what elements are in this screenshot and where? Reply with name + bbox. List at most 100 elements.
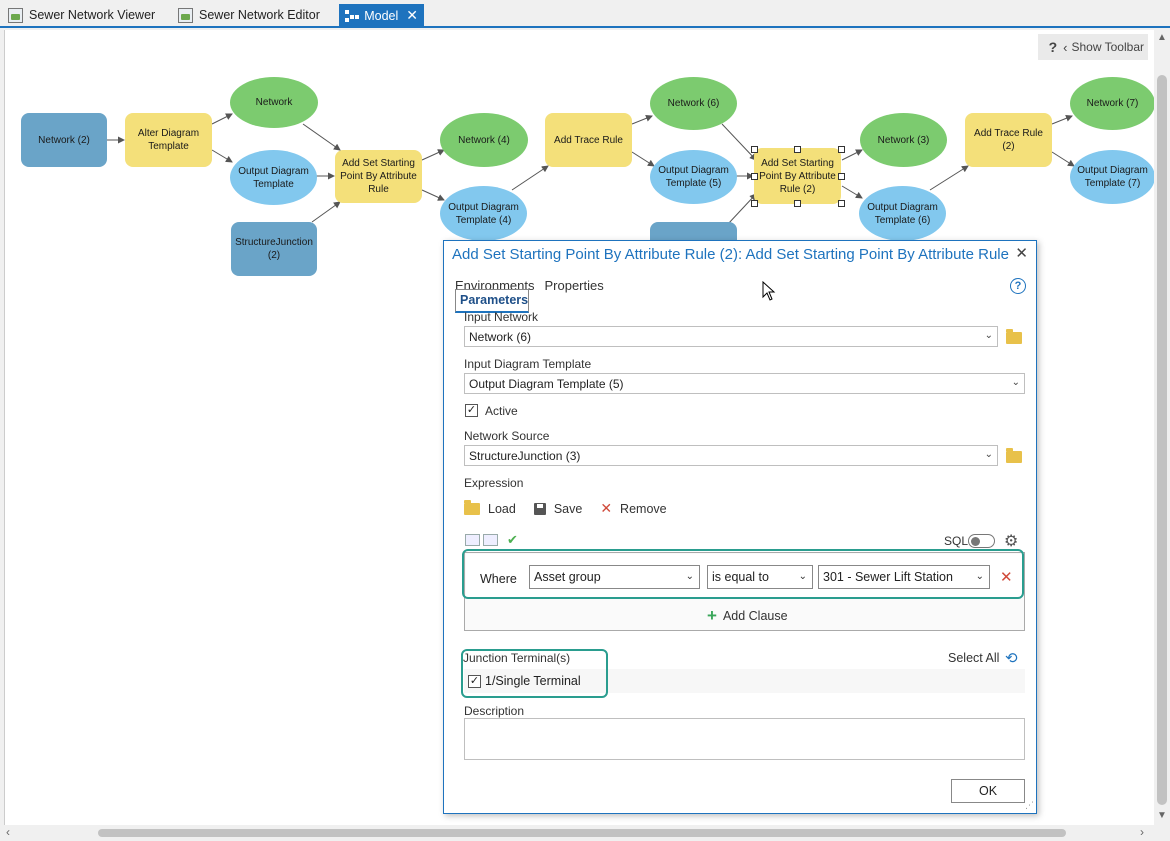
clause-mode-icon[interactable] xyxy=(465,534,480,546)
network-source-value: StructureJunction (3) xyxy=(469,448,581,463)
model-node-network-7[interactable]: Network (7) xyxy=(1070,77,1155,130)
selection-handle[interactable] xyxy=(794,200,801,207)
scroll-thumb[interactable] xyxy=(1157,75,1167,805)
model-node-output-diagram-template-6[interactable]: Output Diagram Template (6) xyxy=(859,186,946,241)
description-label: Description xyxy=(464,704,525,718)
description-field[interactable] xyxy=(464,718,1025,760)
network-source-select[interactable]: StructureJunction (3) ⌄ xyxy=(464,445,998,466)
model-node-add-set-starting-point[interactable]: Add Set Starting Point By Attribute Rule xyxy=(335,150,422,203)
tab-sewer-network-editor[interactable]: Sewer Network Editor xyxy=(172,4,338,26)
tab-label: Sewer Network Editor xyxy=(199,8,320,22)
selection-handle[interactable] xyxy=(794,146,801,153)
horizontal-scrollbar[interactable]: ‹ › xyxy=(0,825,1154,841)
mouse-cursor-icon xyxy=(762,281,776,301)
tab-model[interactable]: Model ✕ xyxy=(339,4,424,27)
terminal-checkbox[interactable]: ✓ xyxy=(468,675,481,688)
browse-folder-icon[interactable] xyxy=(1006,448,1022,463)
model-node-output-diagram-template-4[interactable]: Output Diagram Template (4) xyxy=(440,186,527,241)
load-label: Load xyxy=(488,501,516,516)
save-icon xyxy=(533,502,546,515)
chevron-down-icon: ⌄ xyxy=(1011,377,1020,388)
scroll-right-icon[interactable]: › xyxy=(1140,825,1144,839)
ok-button[interactable]: OK xyxy=(951,779,1025,803)
model-node-network-6[interactable]: Network (6) xyxy=(650,77,737,130)
folder-icon xyxy=(464,499,480,515)
add-clause-label: Add Clause xyxy=(722,609,788,623)
clause-row: Where Asset group ⌄ is equal to ⌄ 301 - … xyxy=(466,554,1023,598)
expression-label: Expression xyxy=(464,476,524,490)
browse-folder-icon[interactable] xyxy=(1006,329,1022,344)
verify-icon[interactable]: ✔ xyxy=(507,532,518,547)
help-icon[interactable]: ? xyxy=(1010,278,1026,294)
model-node-add-trace-rule-2[interactable]: Add Trace Rule (2) xyxy=(965,113,1052,167)
chevron-down-icon: ⌄ xyxy=(984,330,993,341)
gear-icon[interactable]: ⚙ xyxy=(1004,533,1019,550)
help-icon[interactable]: ? xyxy=(1048,39,1058,55)
scroll-thumb[interactable] xyxy=(98,829,1066,837)
value-select[interactable]: 301 - Sewer Lift Station ⌄ xyxy=(818,565,990,589)
tool-parameters-dialog: Add Set Starting Point By Attribute Rule… xyxy=(443,240,1037,814)
tab-properties[interactable]: Properties xyxy=(544,278,604,293)
selection-handle[interactable] xyxy=(751,200,758,207)
model-node-network[interactable]: Network xyxy=(230,77,318,128)
field-select[interactable]: Asset group ⌄ xyxy=(529,565,700,589)
scroll-left-icon[interactable]: ‹ xyxy=(6,825,10,839)
show-toolbar-label: Show Toolbar xyxy=(1071,40,1145,54)
selection-handle[interactable] xyxy=(838,146,845,153)
model-node-network-4[interactable]: Network (4) xyxy=(440,113,528,167)
model-node-add-set-starting-point-2[interactable]: Add Set Starting Point By Attribute Rule… xyxy=(754,148,841,204)
document-tab-strip: Sewer Network Viewer Sewer Network Edito… xyxy=(0,0,1170,28)
selection-handle[interactable] xyxy=(751,173,758,180)
model-node-network-2[interactable]: Network (2) xyxy=(21,113,107,167)
close-icon[interactable]: ✕ xyxy=(1015,245,1028,262)
scroll-up-icon[interactable]: ▲ xyxy=(1157,32,1167,43)
model-node-structurejunction-2[interactable]: StructureJunction (2) xyxy=(231,222,317,276)
tab-sewer-network-viewer[interactable]: Sewer Network Viewer xyxy=(2,4,170,26)
resize-grip-icon[interactable]: ⋰ xyxy=(1025,800,1034,810)
chevron-down-icon: ⌄ xyxy=(984,449,993,460)
plus-icon: + xyxy=(707,606,717,625)
model-node-output-diagram-template-7[interactable]: Output Diagram Template (7) xyxy=(1070,150,1155,204)
selection-handle[interactable] xyxy=(838,173,845,180)
model-node-alter-diagram-template[interactable]: Alter Diagram Template xyxy=(125,113,212,167)
load-button[interactable]: Load xyxy=(464,499,516,516)
save-label: Save xyxy=(553,501,583,516)
input-network-select[interactable]: Network (6) ⌄ xyxy=(464,326,998,347)
terminal-list xyxy=(464,669,1025,693)
model-icon xyxy=(345,9,359,22)
terminal-highlight xyxy=(461,649,608,698)
scroll-down-icon[interactable]: ▼ xyxy=(1157,810,1167,821)
selection-handle[interactable] xyxy=(838,200,845,207)
input-diagram-template-select[interactable]: Output Diagram Template (5) ⌄ xyxy=(464,373,1025,394)
sql-mode-icon[interactable] xyxy=(483,534,498,546)
clause-builder: Where Asset group ⌄ is equal to ⌄ 301 - … xyxy=(464,552,1025,631)
dialog-title: Add Set Starting Point By Attribute Rule… xyxy=(452,246,1009,263)
model-node-output-diagram-template-5[interactable]: Output Diagram Template (5) xyxy=(650,150,737,204)
reset-icon[interactable]: ⟲ xyxy=(1005,650,1018,667)
model-node-network-3[interactable]: Network (3) xyxy=(860,113,947,167)
delete-clause-icon[interactable]: ✕ xyxy=(1000,569,1013,586)
select-all-link[interactable]: Select All xyxy=(948,651,1000,665)
selection-handle[interactable] xyxy=(751,146,758,153)
sql-toggle[interactable] xyxy=(968,534,995,548)
operator-value: is equal to xyxy=(712,570,769,584)
add-clause-button[interactable]: + Add Clause xyxy=(707,606,788,626)
tab-parameters[interactable]: Parameters xyxy=(455,289,530,313)
tab-label: Model xyxy=(364,8,399,23)
operator-select[interactable]: is equal to ⌄ xyxy=(707,565,813,589)
remove-button[interactable]: ✕ Remove xyxy=(600,500,666,517)
input-network-label: Input Network xyxy=(464,310,539,324)
clause-highlight xyxy=(462,549,1024,599)
network-source-label: Network Source xyxy=(464,429,550,443)
dialog-tabs: Parameters Environments Properties xyxy=(455,278,614,313)
model-node-output-diagram-template[interactable]: Output Diagram Template xyxy=(230,150,317,205)
vertical-scrollbar[interactable]: ▲ ▼ xyxy=(1154,30,1170,825)
close-tab-icon[interactable]: ✕ xyxy=(406,7,418,23)
save-button[interactable]: Save xyxy=(533,501,583,516)
active-checkbox[interactable]: ✓ xyxy=(465,404,478,417)
model-node-add-trace-rule[interactable]: Add Trace Rule xyxy=(545,113,632,167)
map-icon xyxy=(178,7,193,23)
show-toolbar-button[interactable]: ? ‹ Show Toolbar xyxy=(1038,34,1148,60)
active-label: Active xyxy=(485,404,518,418)
